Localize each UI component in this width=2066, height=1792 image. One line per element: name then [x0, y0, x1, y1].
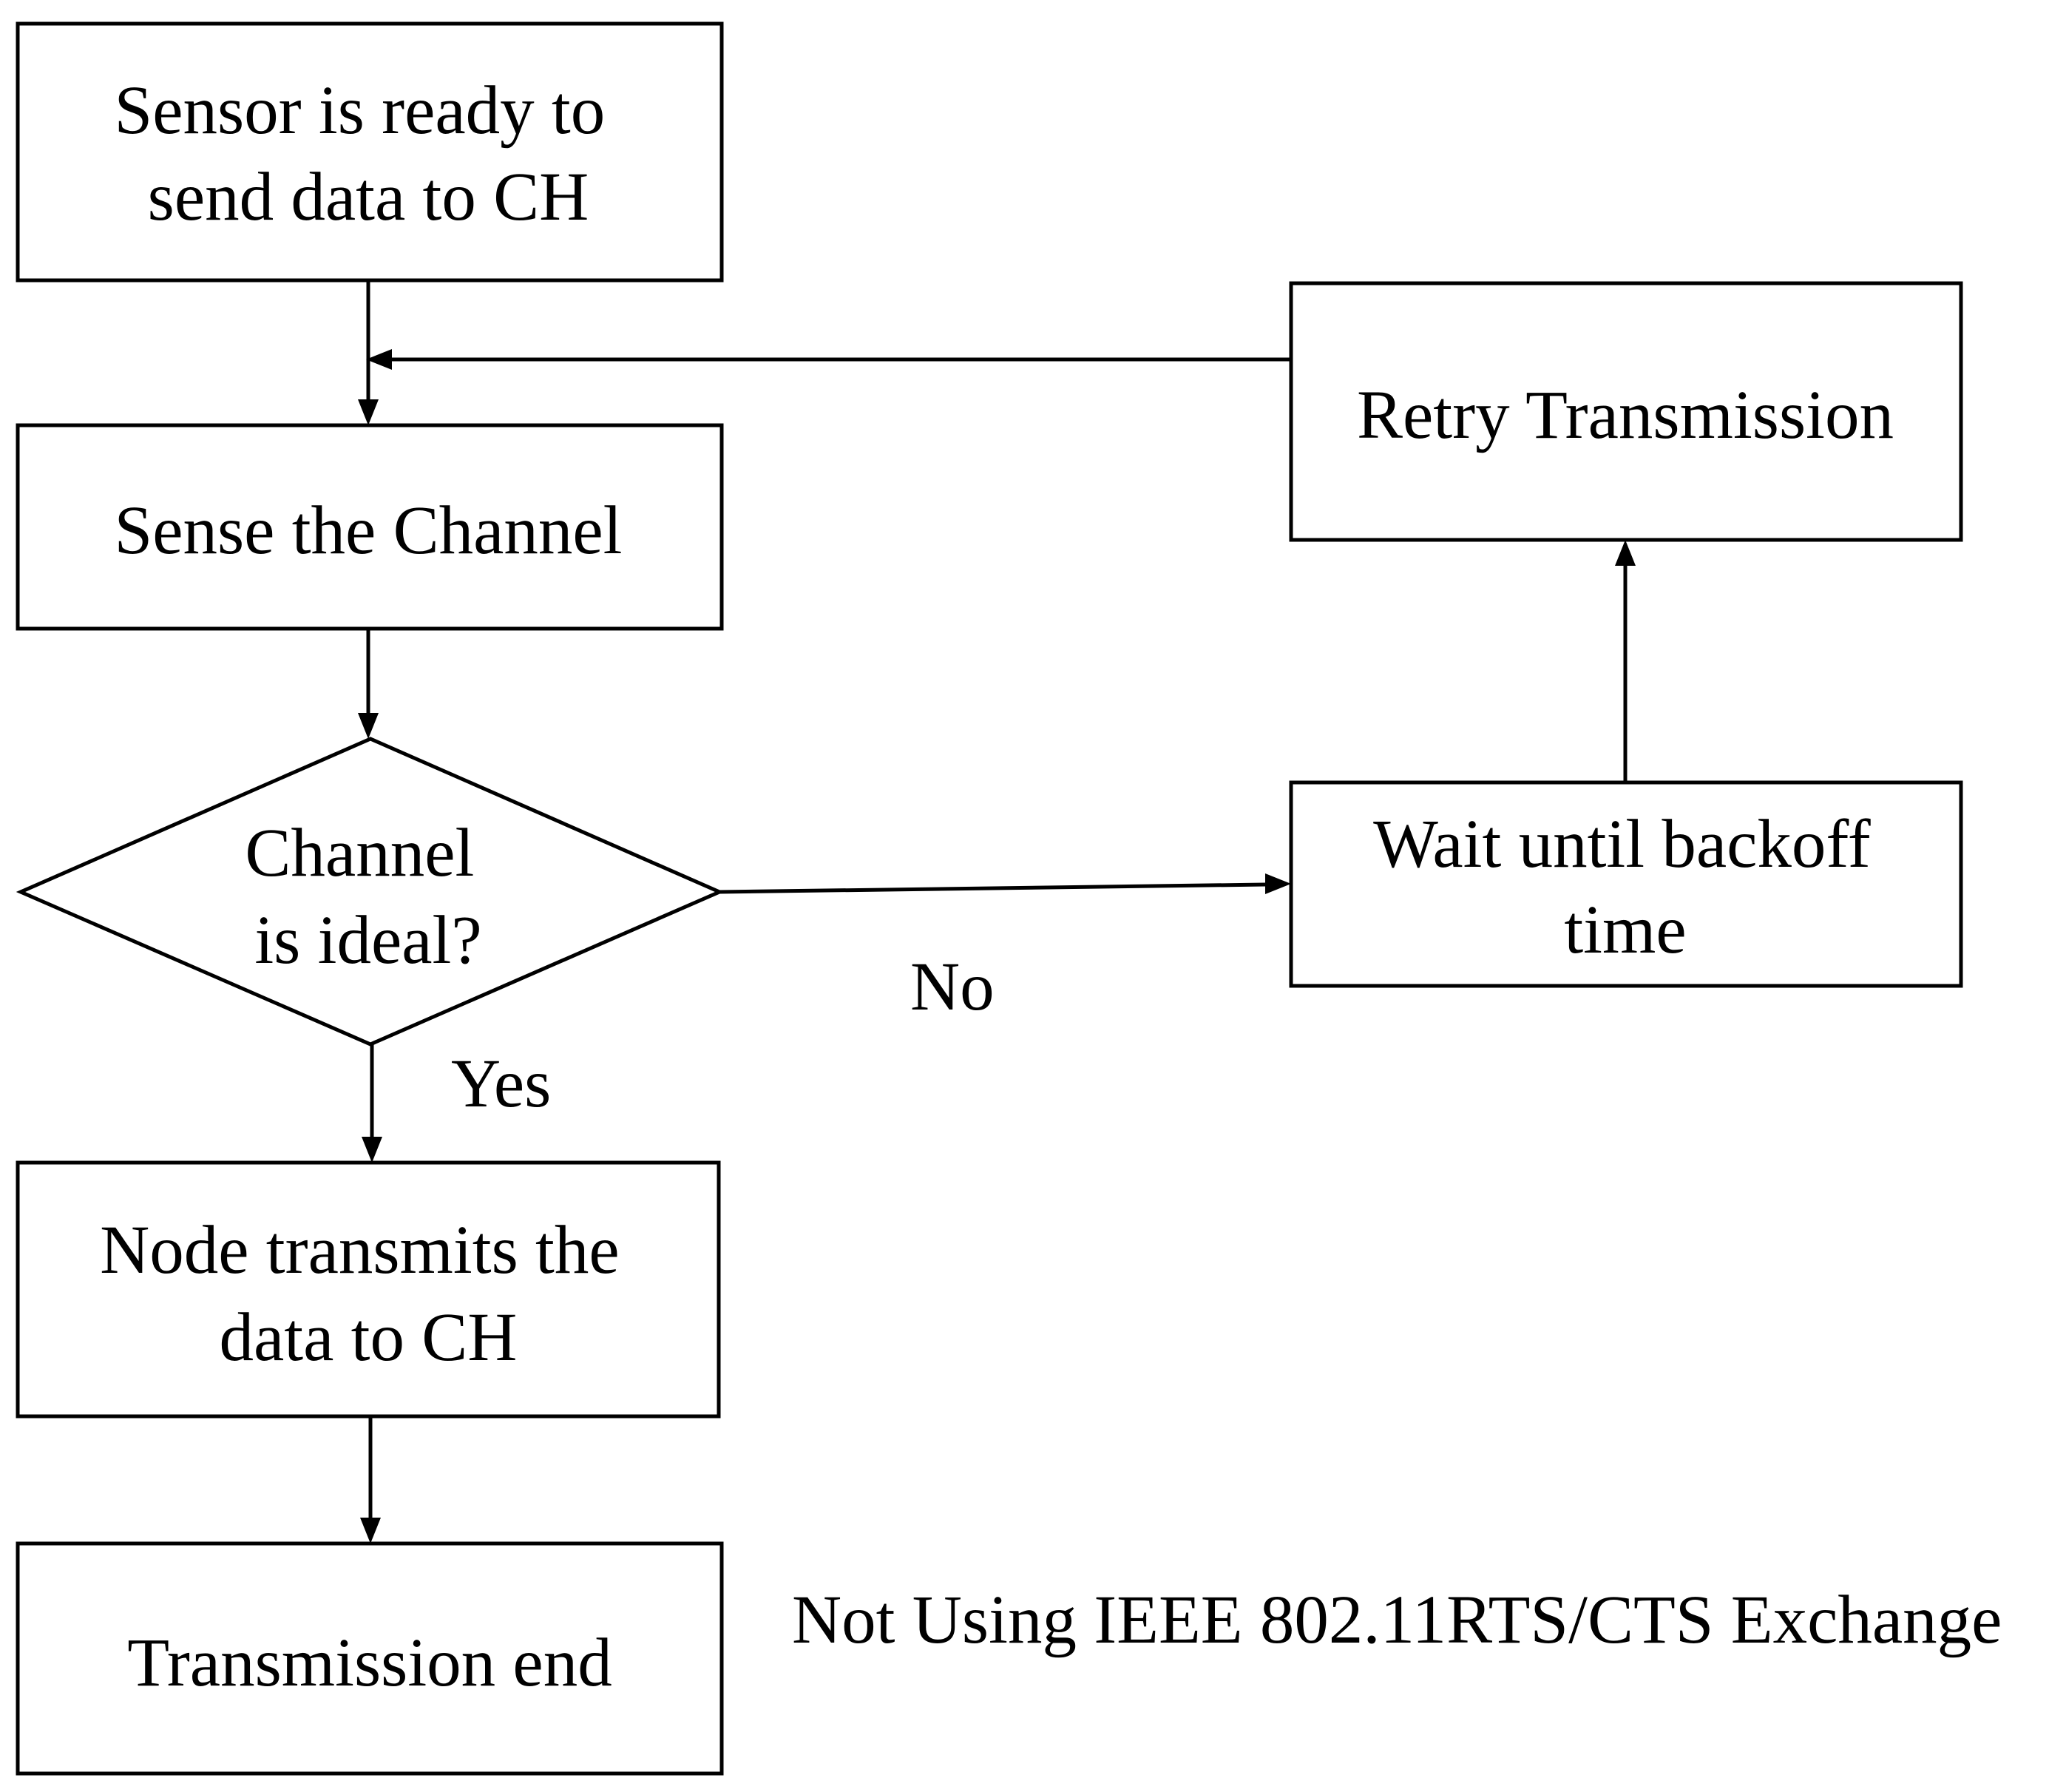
- transmit-box: [16, 1160, 721, 1419]
- arrow-wait-to-retry: [1615, 540, 1636, 782]
- arrow-decision-to-wait: [719, 873, 1291, 894]
- retry-label-line-1: Retry Transmission: [1357, 377, 1894, 453]
- end-box: [16, 1541, 724, 1776]
- decision-diamond: [16, 737, 725, 1047]
- end-label: Transmission end: [127, 1625, 612, 1701]
- retry-box: [1289, 281, 1963, 542]
- end-label-line-1: Transmission end: [127, 1625, 612, 1701]
- diagram-caption: Not Using IEEE 802.11RTS/CTS Exchange: [792, 1582, 2002, 1658]
- sense-label: Sense the Channel: [114, 493, 622, 569]
- start-label: Sensor is ready to send data to CH: [114, 72, 622, 235]
- arrow-retry-to-main: [366, 349, 1291, 370]
- transmit-label-line-1: Node transmits the: [100, 1212, 620, 1288]
- wait-label: Wait until backoff time: [1373, 806, 1888, 968]
- retry-label: Retry Transmission: [1357, 377, 1894, 453]
- wait-label-line-1: Wait until backoff: [1373, 806, 1871, 882]
- sense-label-line-1: Sense the Channel: [114, 493, 622, 569]
- decision-label-line-1: Channel: [245, 815, 474, 891]
- arrow-transmit-to-end: [360, 1416, 381, 1544]
- no-label: No: [910, 949, 995, 1025]
- yes-label: Yes: [451, 1046, 551, 1122]
- start-label-line-1: Sensor is ready to: [114, 72, 605, 149]
- start-label-line-2: send data to CH: [148, 159, 589, 235]
- sense-box: [16, 423, 724, 631]
- transmit-label: Node transmits the data to CH: [100, 1212, 637, 1376]
- decision-label: Channel is ideal?: [245, 815, 491, 978]
- transmit-label-line-2: data to CH: [220, 1299, 518, 1376]
- arrow-decision-to-transmit: [362, 1044, 382, 1163]
- wait-label-line-2: time: [1564, 892, 1686, 968]
- arrow-start-to-sense: [358, 280, 379, 425]
- arrow-sense-to-decision: [358, 629, 379, 739]
- decision-label-line-2: is ideal?: [254, 902, 481, 978]
- start-box: [16, 21, 724, 283]
